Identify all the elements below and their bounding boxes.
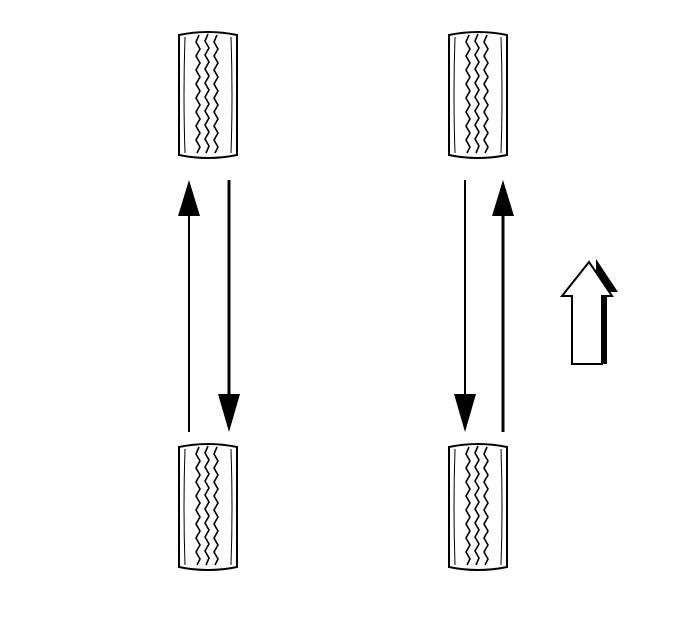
tire-rear-right-icon: [448, 443, 508, 571]
tire-front-left-icon: [178, 31, 238, 159]
tire-rear-left-icon: [178, 443, 238, 571]
outline-arrow-up-icon: [559, 259, 618, 365]
tire-front-right-icon: [448, 31, 508, 159]
arrow-front-right-to-rear-right: [454, 180, 476, 432]
arrow-rear-right-to-front-right: [492, 180, 514, 432]
arrow-front-left-to-rear-left: [218, 180, 240, 432]
arrow-rear-left-to-front-left: [178, 180, 200, 432]
